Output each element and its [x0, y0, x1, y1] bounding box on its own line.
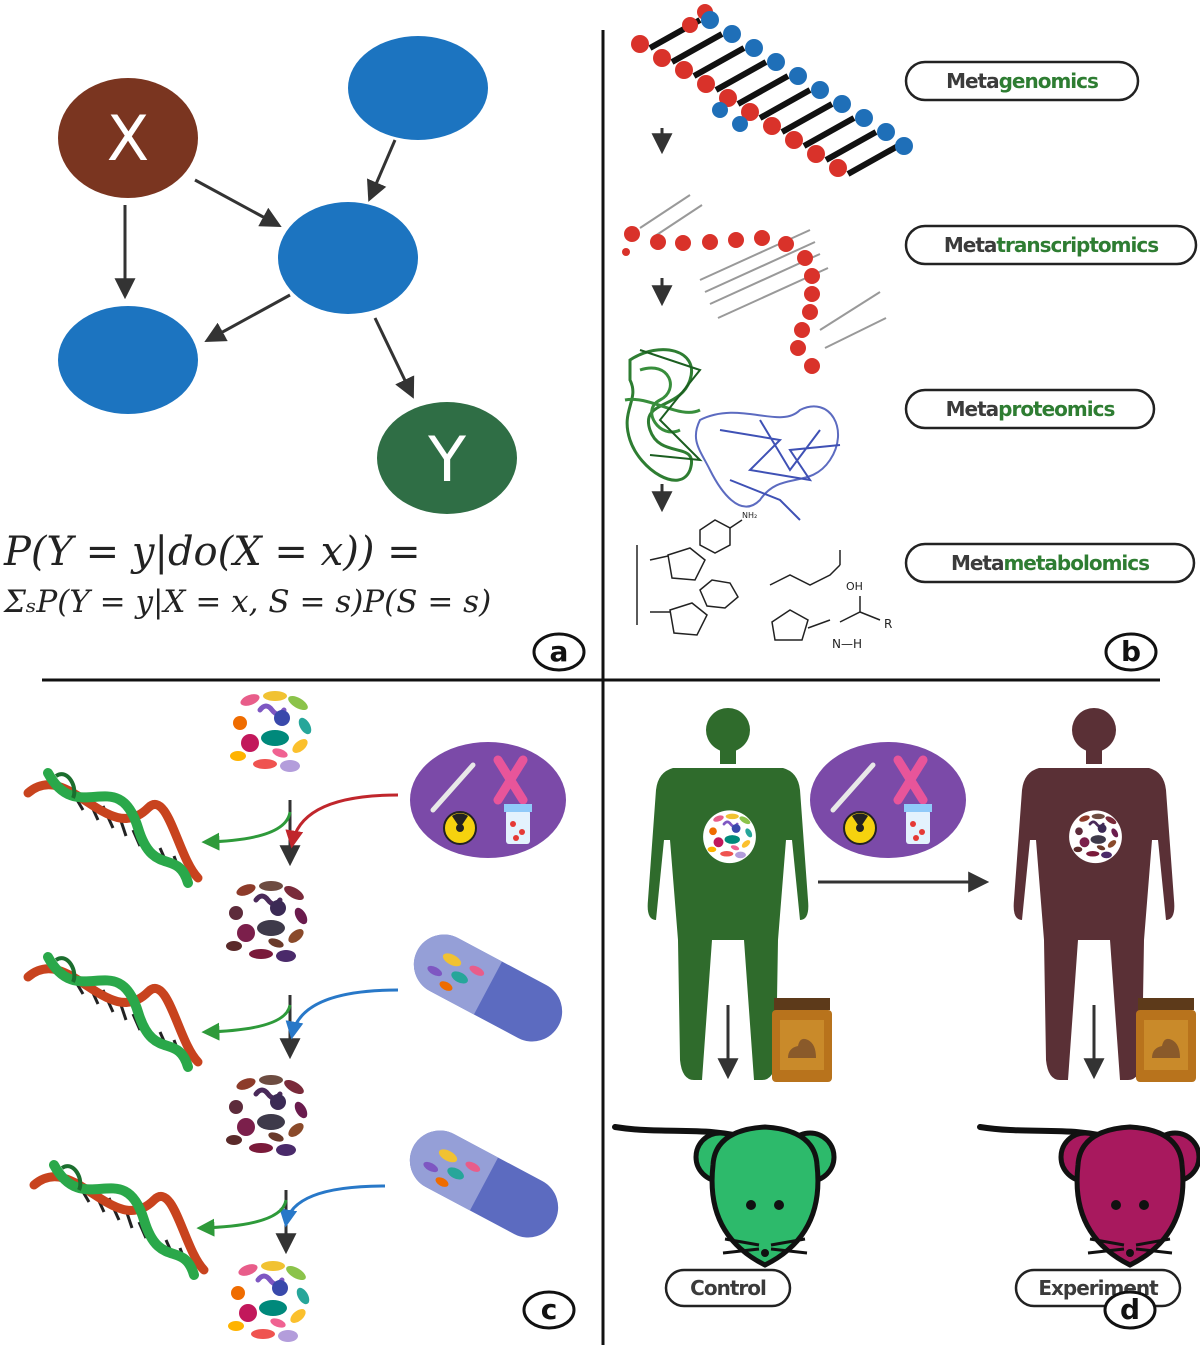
pill-metametabolomics: Metametabolomics: [904, 542, 1196, 584]
svg-text:Metaproteomics: Metaproteomics: [946, 397, 1115, 421]
node-blue-center: [278, 202, 418, 314]
probiotic-effect-arrow: [285, 988, 399, 1040]
capsule-icon: [399, 1119, 569, 1249]
pill-metatranscriptomics: Metatranscriptomics: [904, 224, 1198, 266]
treatment-icon: [410, 742, 566, 858]
protein-structure-icon: [624, 348, 841, 521]
control-gut-microbes-icon: [701, 808, 758, 865]
treatment-effect-arrow: [285, 793, 399, 849]
chem-nh2-label: NH₂: [742, 511, 757, 520]
panel-b-letter: b: [1121, 635, 1141, 668]
chem-r-label: R: [884, 617, 892, 631]
stool-jar-icon: [772, 998, 832, 1082]
probiotic-effect-arrow: [279, 1184, 386, 1228]
capsule-icon: [403, 923, 573, 1053]
stool-jar-icon: [1136, 998, 1196, 1082]
microbe-cluster-dark-icon: [218, 1069, 314, 1165]
treatment-icon: [810, 742, 966, 858]
rna-strand-icon: [622, 194, 887, 374]
panel-a-causal-graph: X Y P(Y = y|do(X = x)) = ΣₛP(Y = y|X = x…: [3, 36, 586, 672]
panel-c-letter: c: [541, 1293, 558, 1326]
pill-metatranscriptomics-suffix: transcriptomics: [996, 233, 1158, 257]
node-x: [58, 78, 198, 198]
node-blue-top: [348, 36, 488, 140]
panel-b-omics: OH N—H R NH₂ Metagenomics Metatranscript…: [622, 4, 1198, 672]
pill-metagenomics: Metagenomics: [904, 60, 1140, 102]
panel-a-letter: a: [550, 635, 569, 668]
microbe-cluster-icon: [220, 1255, 316, 1351]
chem-nh-label: N—H: [832, 637, 862, 651]
genome-effect-arrow: [196, 1199, 288, 1237]
node-y-label: Y: [427, 423, 466, 496]
svg-text:Metatranscriptomics: Metatranscriptomics: [944, 233, 1158, 257]
pill-metatranscriptomics-prefix: Meta: [944, 233, 997, 257]
panel-c-badge: [522, 1290, 576, 1330]
panel-d-letter: d: [1120, 1293, 1140, 1326]
dna-helix-icon: [28, 957, 198, 1067]
control-mouse-icon: [615, 1127, 834, 1265]
pill-metagenomics-suffix: genomics: [999, 69, 1098, 93]
genome-effect-arrow: [201, 811, 292, 851]
metabolite-structures-icon: [636, 519, 881, 641]
formula-line2: ΣₛP(Y = y|X = x, S = s)P(S = s): [3, 584, 491, 620]
pill-metametabolomics-suffix: metabolomics: [1003, 551, 1149, 575]
control-label-pill: Control: [664, 1268, 792, 1308]
experiment-gut-microbes-icon: [1067, 808, 1124, 865]
formula-line1: P(Y = y|do(X = x)) =: [3, 529, 421, 575]
pill-metaproteomics-suffix: proteomics: [998, 397, 1114, 421]
panel-d-fmt-experiment: Control Experiment d: [615, 708, 1199, 1330]
panel-a-badge: [532, 632, 586, 672]
microbe-cluster-dark-icon: [218, 875, 314, 971]
panel-c-interventions: c: [28, 685, 576, 1351]
experiment-mouse-icon: [980, 1127, 1199, 1265]
node-y: [377, 402, 517, 514]
experiment-label-pill: Experiment: [1014, 1268, 1182, 1308]
pill-metaproteomics-prefix: Meta: [946, 397, 999, 421]
dna-ladder-icon: [631, 4, 913, 177]
node-blue-left: [58, 306, 198, 414]
dna-helix-icon: [28, 773, 198, 883]
genome-effect-arrow: [201, 1004, 292, 1041]
panel-d-badge: [1103, 1290, 1157, 1330]
pill-metagenomics-prefix: Meta: [946, 69, 999, 93]
pill-metametabolomics-prefix: Meta: [951, 551, 1004, 575]
svg-text:Metametabolomics: Metametabolomics: [951, 551, 1149, 575]
microbe-cluster-icon: [222, 685, 318, 781]
svg-text:Metagenomics: Metagenomics: [946, 69, 1098, 93]
pill-metaproteomics: Metaproteomics: [904, 388, 1156, 430]
chem-oh-label: OH: [846, 580, 863, 593]
control-label: Control: [690, 1276, 766, 1300]
panel-b-badge: [1104, 632, 1158, 672]
node-x-label: X: [107, 102, 149, 175]
dna-helix-icon: [34, 1165, 204, 1275]
